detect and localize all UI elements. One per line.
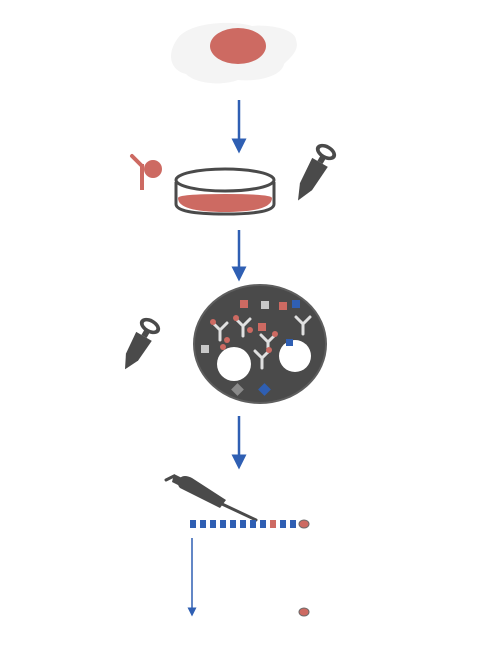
gel-segment bbox=[280, 520, 286, 528]
antibody-icon bbox=[130, 154, 162, 190]
cell-circle bbox=[217, 347, 251, 381]
pipette-icon bbox=[164, 474, 258, 522]
gel-segment bbox=[230, 520, 236, 528]
gel-segment bbox=[210, 520, 216, 528]
gel-segment bbox=[260, 520, 266, 528]
well-mixture-icon bbox=[193, 284, 327, 404]
syringe-icon-left bbox=[125, 317, 161, 370]
gel-segment bbox=[220, 520, 226, 528]
syringe-icon bbox=[298, 143, 337, 201]
gel-segment bbox=[270, 520, 276, 528]
gel-segment bbox=[240, 520, 246, 528]
gel-segment bbox=[290, 520, 296, 528]
sample-dot-icon bbox=[298, 607, 310, 617]
sample-dot-icon bbox=[298, 519, 310, 529]
gel-segment bbox=[190, 520, 196, 528]
gel-lane-icon bbox=[190, 520, 296, 528]
petri-dish-icon bbox=[174, 167, 276, 216]
cell-blob-icon bbox=[171, 22, 297, 84]
gel-segment bbox=[250, 520, 256, 528]
gel-segment bbox=[200, 520, 206, 528]
cell-circle bbox=[279, 340, 311, 372]
